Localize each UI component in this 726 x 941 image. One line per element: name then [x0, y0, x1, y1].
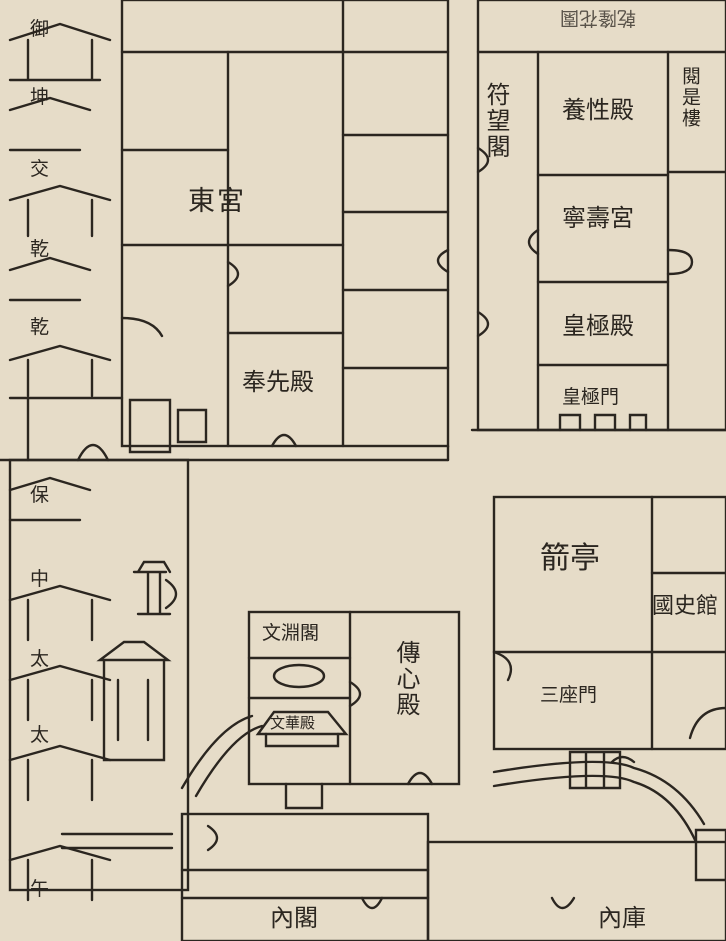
nei-ku-compound: [426, 840, 726, 941]
label-jian-ting: 箭亭: [540, 541, 600, 576]
gate-label-2: 坤: [30, 86, 50, 108]
label-wen-yuan-ge: 文淵閣: [262, 622, 320, 644]
left-south-compound: [8, 458, 190, 892]
gate-label-3: 交: [30, 158, 50, 180]
gate-label-6: 保: [30, 484, 50, 506]
label-top-partial: 乾隆花園: [560, 7, 637, 29]
label-fu-wang-ge: 符望閣: [482, 82, 510, 160]
label-nei-ge: 內閣: [270, 904, 318, 932]
label-yue-shi-lou: 閱是樓: [679, 66, 701, 129]
label-chuan-xin-dian: 傳心殿: [392, 640, 420, 718]
jian-ting-compound: [492, 495, 726, 751]
gate-label-10: 午: [30, 878, 50, 900]
dong-gong-compound: [120, 0, 450, 448]
gate-label-4: 乾: [30, 238, 50, 260]
gate-label-8: 太: [30, 648, 50, 670]
gate-label-1: 御: [30, 18, 50, 40]
bridge-west: [180, 714, 264, 798]
label-huang-ji-men: 皇極門: [562, 386, 620, 408]
label-dong-gong: 東宮: [188, 186, 246, 217]
label-san-zuo-men: 三座門: [540, 684, 598, 706]
label-feng-xian-dian: 奉先殿: [242, 368, 314, 396]
label-wen-hua-dian: 文華殿: [270, 714, 316, 732]
gate-label-5: 乾: [30, 316, 50, 338]
label-yang-xing-dian: 養性殿: [562, 96, 634, 124]
west-gate-towers: [8, 22, 112, 902]
label-ning-shou-gong: 寧壽宮: [562, 204, 634, 232]
gate-label-7: 中: [30, 568, 50, 590]
pond: [272, 663, 326, 689]
label-nei-ku: 內庫: [598, 904, 646, 932]
bridge-south: [60, 832, 174, 850]
label-guo-shi-guan: 國史館: [652, 594, 719, 619]
label-huang-ji-dian: 皇極殿: [562, 312, 634, 340]
gate-label-9: 太: [30, 724, 50, 746]
bridge-east: [492, 760, 706, 844]
